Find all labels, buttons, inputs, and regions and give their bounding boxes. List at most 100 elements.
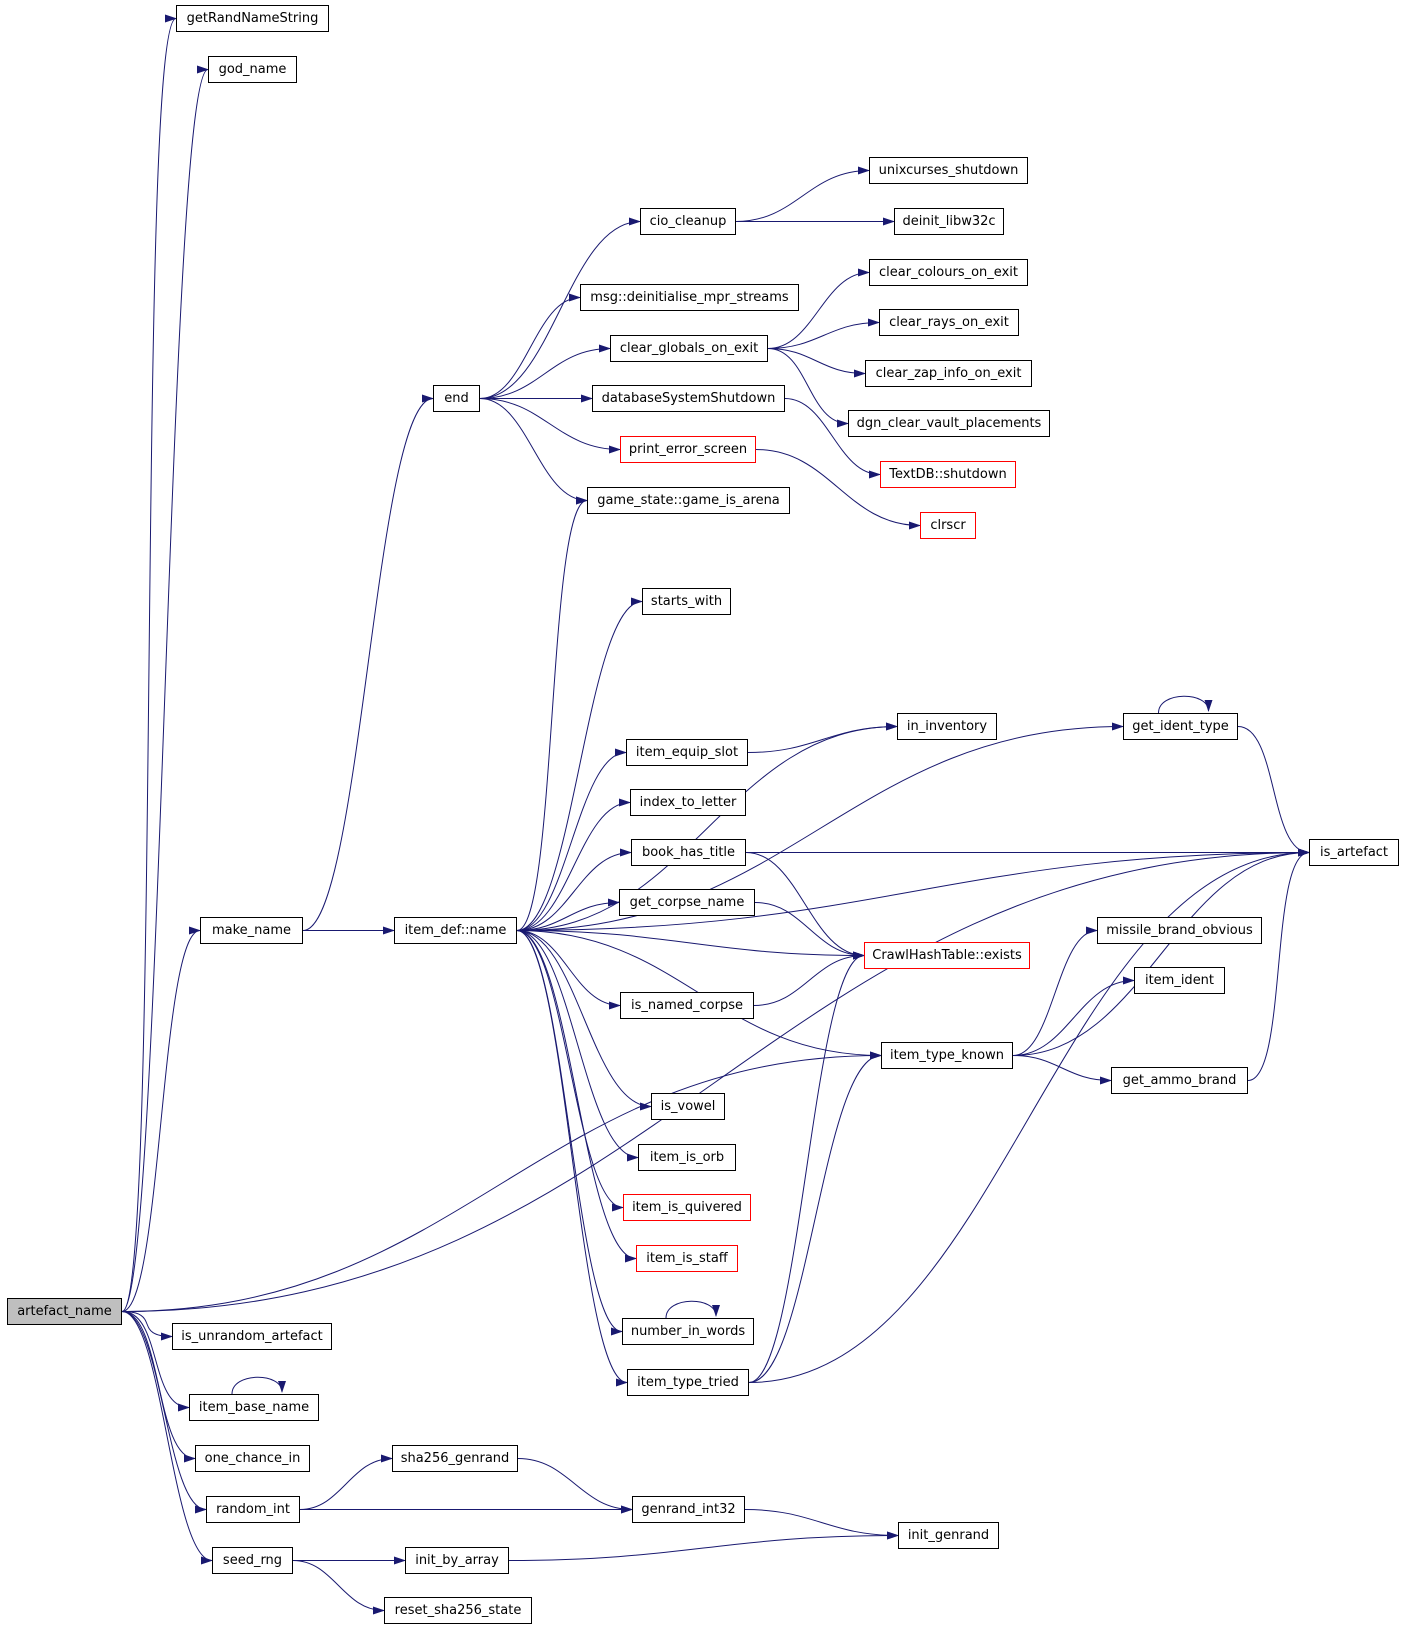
node-init-by-array[interactable]: init_by_array [405, 1547, 509, 1574]
node-item-def-name[interactable]: item_def::name [394, 917, 517, 944]
node-item-type-known[interactable]: item_type_known [881, 1042, 1013, 1069]
node-item-base-name[interactable]: item_base_name [189, 1394, 319, 1421]
node-clear-zap-info-on-exit[interactable]: clear_zap_info_on_exit [865, 360, 1032, 387]
node-get-ammo-brand[interactable]: get_ammo_brand [1111, 1067, 1248, 1094]
node-reset-sha256-state[interactable]: reset_sha256_state [384, 1597, 532, 1624]
node-item-ident[interactable]: item_ident [1134, 967, 1225, 994]
node-clear-rays-on-exit[interactable]: clear_rays_on_exit [879, 309, 1019, 336]
node-one-chance-in[interactable]: one_chance_in [195, 1445, 310, 1472]
edge-item-def-name-to-starts-with [516, 597, 643, 931]
node-crawl-exists[interactable]: CrawlHashTable::exists [864, 942, 1030, 969]
node-unixcurses-shutdown[interactable]: unixcurses_shutdown [869, 157, 1028, 184]
edge-item-def-name-to-number-in-words [516, 930, 623, 1336]
edge-make-name-to-end [302, 394, 434, 931]
node-random-int[interactable]: random_int [206, 1496, 300, 1523]
node-game-is-arena[interactable]: game_state::game_is_arena [587, 487, 790, 514]
edge-item-def-name-to-item-is-quivered [516, 930, 624, 1212]
edge-item-def-name-to-item-is-orb [516, 930, 639, 1162]
edge-item-type-known-to-missile-brand-obvious [1012, 926, 1098, 1056]
edge-item-def-name-to-crawl-exists [516, 930, 865, 960]
edge-seed-rng-to-reset-sha256-state [292, 1560, 385, 1615]
node-clear-colours-on-exit[interactable]: clear_colours_on_exit [869, 259, 1028, 286]
node-in-inventory[interactable]: in_inventory [897, 713, 997, 740]
edge-item-def-name-to-is-vowel [516, 930, 652, 1111]
node-item-type-tried[interactable]: item_type_tried [627, 1369, 749, 1396]
node-index-to-letter[interactable]: index_to_letter [630, 789, 746, 816]
edge-init-by-array-to-init-genrand [508, 1531, 899, 1561]
edge-item-type-tried-to-item-type-known [748, 1051, 882, 1383]
edge-artefact-name-to-getRandNameString [121, 14, 177, 1312]
edge-book-has-title-to-crawl-exists [745, 852, 865, 960]
node-god-name[interactable]: god_name [208, 56, 297, 83]
edge-end-to-print-error-screen [479, 398, 621, 454]
edge-item-def-name-to-is-artefact [516, 848, 1310, 931]
node-item-is-staff[interactable]: item_is_staff [636, 1245, 738, 1272]
edge-artefact-name-to-make-name [121, 926, 201, 1312]
edge-item-type-tried-to-is-artefact [748, 848, 1310, 1383]
edge-number-in-words-to-number-in-words [665, 1300, 720, 1319]
node-getrandnamestring[interactable]: getRandNameString [176, 5, 329, 32]
node-is-unrandom-artefact[interactable]: is_unrandom_artefact [172, 1323, 332, 1350]
node-clear-globals-on-exit[interactable]: clear_globals_on_exit [610, 335, 768, 362]
edge-item-type-known-to-is-artefact [1012, 848, 1310, 1056]
node-is-named-corpse[interactable]: is_named_corpse [620, 992, 754, 1019]
node-starts-with[interactable]: starts_with [642, 588, 731, 615]
edge-item-def-name-to-in-inventory [516, 722, 898, 931]
node-seed-rng[interactable]: seed_rng [212, 1547, 293, 1574]
edge-clear-globals-on-exit-to-clear-zap-info-on-exit [767, 348, 866, 378]
node-genrand-int32[interactable]: genrand_int32 [632, 1496, 745, 1523]
node-textdb-shutdown[interactable]: TextDB::shutdown [880, 461, 1016, 488]
edge-artefact-name-to-item-type-known [121, 1051, 882, 1312]
edge-item-type-known-to-get-ammo-brand [1012, 1055, 1112, 1085]
node-init-genrand[interactable]: init_genrand [898, 1522, 999, 1549]
edge-end-to-msg-deinitialise [479, 293, 581, 399]
edge-end-to-game-is-arena [479, 398, 588, 505]
node-sha256-genrand[interactable]: sha256_genrand [392, 1445, 518, 1472]
node-clrscr[interactable]: clrscr [920, 512, 976, 539]
edge-clear-globals-on-exit-to-dgn-clear-vault-placements [767, 348, 849, 428]
edge-clear-globals-on-exit-to-clear-colours-on-exit [767, 268, 870, 349]
node-databasesystemshutdown[interactable]: databaseSystemShutdown [592, 385, 785, 412]
edge-item-def-name-to-item-type-tried [516, 930, 628, 1387]
edge-layer [121, 14, 1310, 1615]
node-msg-deinitialise[interactable]: msg::deinitialise_mpr_streams [580, 284, 799, 311]
edge-end-to-cio-cleanup [479, 217, 641, 399]
node-make-name[interactable]: make_name [200, 917, 303, 944]
edge-item-def-name-to-book-has-title [516, 848, 632, 931]
node-get-corpse-name[interactable]: get_corpse_name [619, 889, 755, 916]
edge-artefact-name-to-seed-rng [121, 1311, 213, 1565]
edge-artefact-name-to-is-unrandom-artefact [121, 1311, 173, 1341]
node-item-is-orb[interactable]: item_is_orb [638, 1144, 736, 1171]
edge-end-to-clear-globals-on-exit [479, 344, 611, 399]
node-print-error-screen[interactable]: print_error_screen [620, 436, 756, 463]
node-number-in-words[interactable]: number_in_words [622, 1318, 754, 1345]
node-get-ident-type[interactable]: get_ident_type [1123, 713, 1238, 740]
edge-artefact-name-to-god-name [121, 65, 209, 1312]
edge-item-type-tried-to-crawl-exists [748, 951, 865, 1383]
edge-item-def-name-to-item-equip-slot [516, 748, 627, 931]
edge-item-def-name-to-game-is-arena [516, 496, 588, 931]
edge-get-ident-type-to-is-artefact [1237, 726, 1310, 857]
node-item-equip-slot[interactable]: item_equip_slot [626, 739, 748, 766]
edge-print-error-screen-to-clrscr [755, 449, 921, 530]
edge-genrand-int32-to-init-genrand [744, 1509, 899, 1540]
node-book-has-title[interactable]: book_has_title [631, 839, 746, 866]
node-end[interactable]: end [433, 385, 480, 412]
node-item-is-quivered[interactable]: item_is_quivered [623, 1194, 751, 1221]
edge-item-def-name-to-index-to-letter [516, 798, 631, 931]
edge-item-equip-slot-to-in-inventory [747, 722, 898, 753]
node-missile-brand-obvious[interactable]: missile_brand_obvious [1097, 917, 1262, 944]
node-is-vowel[interactable]: is_vowel [651, 1093, 725, 1120]
node-deinit-libw32c[interactable]: deinit_libw32c [894, 208, 1004, 235]
edge-get-ammo-brand-to-is-artefact [1247, 848, 1310, 1081]
edge-item-def-name-to-get-ident-type [516, 722, 1124, 931]
edge-get-ident-type-to-get-ident-type [1158, 695, 1213, 714]
edge-is-named-corpse-to-crawl-exists [753, 951, 865, 1006]
node-artefact-name[interactable]: artefact_name [7, 1298, 122, 1325]
node-dgn-clear-vault-placements[interactable]: dgn_clear_vault_placements [848, 410, 1050, 437]
edge-sha256-genrand-to-genrand-int32 [517, 1458, 633, 1514]
node-cio-cleanup[interactable]: cio_cleanup [640, 208, 736, 235]
node-is-artefact[interactable]: is_artefact [1309, 839, 1399, 866]
edge-artefact-name-to-is-artefact [121, 848, 1310, 1312]
